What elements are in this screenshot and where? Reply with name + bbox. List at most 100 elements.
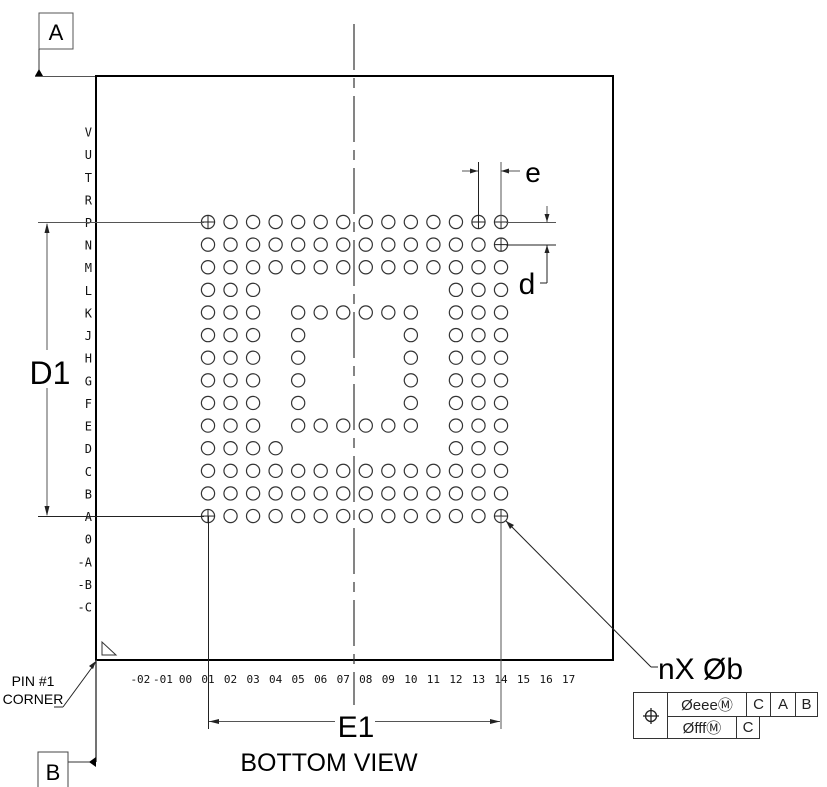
ball-N03 [245, 237, 261, 252]
d1-dimension: D1 [30, 222, 204, 517]
ball-M06 [313, 260, 328, 275]
column-label: 11 [427, 673, 440, 686]
ball-D13 [471, 441, 486, 456]
datum-a-flag: A [35, 12, 96, 77]
datum-b-flag: B [37, 660, 97, 787]
ball-N09 [381, 237, 396, 252]
ball-J14 [493, 327, 509, 343]
ball-A02 [223, 508, 238, 524]
ball-F03 [245, 395, 261, 411]
datum-b-label: B [46, 760, 61, 785]
ball-F14 [493, 395, 509, 411]
row-label: N [85, 239, 92, 253]
ball-L03 [245, 282, 261, 298]
ball-H14 [493, 350, 509, 365]
ball-L13 [471, 282, 486, 298]
ball-A05 [290, 508, 306, 524]
ball-G14 [493, 373, 509, 388]
row-label: G [85, 374, 92, 388]
ball-M12 [448, 260, 464, 275]
pin1-corner-callout: PIN #1 CORNER [3, 661, 97, 708]
ball-M10 [403, 260, 419, 275]
ball-A13 [471, 508, 486, 524]
ball-G13 [471, 373, 486, 388]
ball-C08 [358, 463, 373, 479]
ball-B06 [313, 486, 328, 501]
fcf-row1-datum-a: A [770, 692, 796, 717]
ball-C09 [381, 463, 396, 479]
ball-E06 [313, 418, 328, 433]
ball-M08 [358, 260, 373, 275]
fcf-row1-datum-c: C [746, 692, 771, 717]
ball-G05 [290, 373, 306, 388]
ball-B13 [471, 486, 486, 501]
ball-M13 [471, 260, 486, 275]
ball-A09 [381, 508, 396, 524]
column-label: 05 [292, 673, 305, 686]
ball-G12 [448, 373, 464, 388]
ball-K13 [471, 305, 486, 320]
column-label: 06 [314, 673, 327, 686]
ball-B01 [200, 486, 216, 501]
ball-H12 [448, 350, 464, 365]
ball-N01 [200, 237, 216, 252]
ball-C12 [448, 463, 464, 479]
ball-M02 [223, 260, 238, 275]
row-label: K [85, 306, 93, 320]
column-label: 03 [246, 673, 259, 686]
ball-C02 [223, 463, 238, 479]
ball-E08 [358, 418, 373, 433]
ball-K05 [290, 305, 306, 320]
ball-F01 [200, 395, 216, 411]
ball-M11 [426, 260, 441, 275]
ball-E03 [245, 418, 261, 433]
ball-P04 [268, 214, 283, 230]
ball-J01 [200, 327, 216, 343]
ball-A04 [268, 508, 283, 524]
ball-M05 [290, 260, 306, 275]
column-label: 12 [449, 673, 462, 686]
ball-G10 [403, 373, 419, 388]
ball-C11 [426, 463, 441, 479]
d1-label: D1 [30, 355, 71, 391]
row-label: -A [78, 555, 93, 569]
ball-J12 [448, 327, 464, 343]
pin1-triangle-icon [101, 640, 118, 656]
ball-A12 [448, 508, 464, 524]
ball-K14 [493, 305, 509, 320]
ball-M14 [493, 260, 509, 275]
ball-D04 [268, 441, 283, 456]
ball-M01 [200, 260, 216, 275]
ball-E14 [493, 418, 509, 433]
fcf-row1-tolerance: ØeeeⓂ [667, 692, 747, 717]
ball-C01 [200, 463, 216, 479]
ball-B10 [403, 486, 419, 501]
e-label: e [525, 157, 541, 188]
ball-A03 [245, 508, 261, 524]
ball-N05 [290, 237, 306, 252]
ball-E09 [381, 418, 396, 433]
ball-J10 [403, 327, 419, 343]
ball-K06 [313, 305, 328, 320]
ball-K09 [381, 305, 396, 320]
ball-L02 [223, 282, 238, 298]
ball-P10 [403, 214, 419, 230]
ball-G02 [223, 373, 238, 388]
view-title: BOTTOM VIEW [240, 749, 418, 777]
row-label: D [85, 442, 92, 456]
ball-M03 [245, 260, 261, 275]
column-label: 10 [404, 673, 417, 686]
ball-F05 [290, 395, 306, 411]
ball-B05 [290, 486, 306, 501]
column-labels: -02-010001020304050607080910111213141516… [130, 673, 575, 686]
datum-a-label: A [49, 20, 64, 45]
ball-B02 [223, 486, 238, 501]
ball-J02 [223, 327, 238, 343]
ball-B14 [493, 486, 509, 501]
ball-P05 [290, 214, 306, 230]
ball-E10 [403, 418, 419, 433]
ball-K08 [358, 305, 373, 320]
ball-H05 [290, 350, 306, 365]
pin1-label-line2: CORNER [3, 691, 64, 707]
ball-P03 [245, 214, 261, 230]
